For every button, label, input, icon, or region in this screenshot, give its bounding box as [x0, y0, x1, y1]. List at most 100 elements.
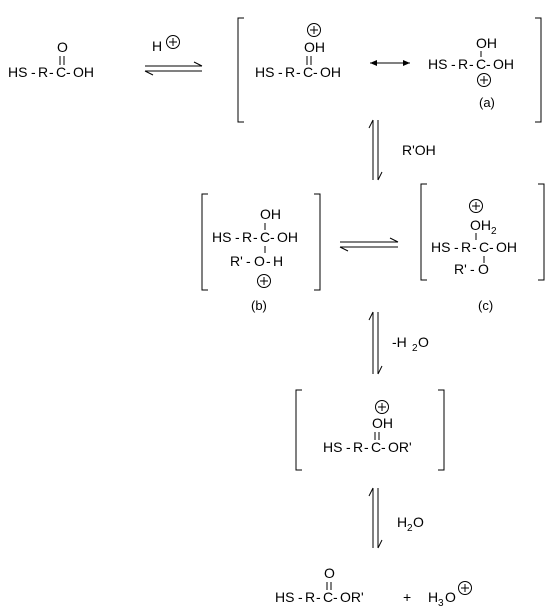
- equilibrium-arrow-2: R'OH: [368, 119, 436, 181]
- oh-label: OH: [493, 56, 514, 72]
- label-c: (c): [478, 298, 493, 313]
- product-ester: HS - R - C - OR' O: [275, 565, 364, 605]
- plus-symbol: +: [403, 589, 411, 605]
- acid-reagent: H: [152, 38, 162, 54]
- bond-dash: -: [31, 64, 36, 80]
- tetrahedral-intermediate-b: HS - R - C - OH OH R' - O - H (b): [201, 193, 321, 313]
- hydronium-ion: H 3 O: [428, 581, 472, 609]
- carbon-label: C: [479, 239, 489, 255]
- carbon-label: C: [303, 64, 313, 80]
- bond-dash: -: [266, 253, 271, 269]
- subscript-2: 2: [491, 226, 497, 237]
- carbocation-charge-circle: [477, 73, 491, 87]
- carbon-label: C: [371, 439, 381, 455]
- bond-dash: -: [253, 229, 258, 245]
- left-bracket: [295, 389, 302, 471]
- bond-dash: -: [486, 56, 491, 72]
- forward-arrow-head: [389, 237, 399, 243]
- carbonyl-oxygen: O: [324, 565, 335, 581]
- bond-dash: -: [470, 261, 475, 277]
- carbon-label: C: [476, 56, 486, 72]
- bond-dash: -: [469, 56, 474, 72]
- ether-oxygen: O: [478, 261, 489, 277]
- ether-oxygen: O: [254, 253, 265, 269]
- r-label: R: [458, 56, 468, 72]
- oh-label: OH: [277, 229, 298, 245]
- r-label: R: [461, 239, 471, 255]
- right-bracket: [314, 193, 321, 291]
- bond-dash: -: [451, 56, 456, 72]
- bond-dash: -: [313, 64, 318, 80]
- bond-dash: -: [489, 239, 494, 255]
- reverse-arrow-head: [144, 70, 154, 76]
- water-loss-reagent: -H: [392, 334, 407, 350]
- r-prime-label: R': [230, 253, 243, 269]
- oxonium-charge-circle: [469, 199, 483, 213]
- subscript-2: 2: [412, 343, 418, 354]
- plus-charge-circle: [375, 400, 389, 414]
- protonated-acid-bracket: HS - R - C - OH OH HS - R - C - OH OH: [237, 17, 542, 123]
- reverse-arrow-head: [368, 119, 374, 129]
- carbon-label: C: [323, 589, 333, 605]
- bond-dash: -: [316, 589, 321, 605]
- hs-label: HS: [323, 439, 342, 455]
- carbonyl-oxygen: O: [57, 39, 68, 55]
- label-a: (a): [479, 95, 495, 110]
- label-b: (b): [251, 298, 267, 313]
- resonance-form-2: HS - R - C - OH OH: [428, 35, 514, 87]
- bond-dash: -: [278, 64, 283, 80]
- bond-dash: -: [49, 64, 54, 80]
- forward-arrow-head: [377, 365, 383, 375]
- oh-label: OH: [496, 239, 517, 255]
- reverse-arrow-head: [368, 311, 374, 321]
- oh-label: OH: [320, 64, 341, 80]
- resonance-form-1: HS - R - C - OH OH: [255, 23, 341, 80]
- bond-dash: -: [472, 239, 477, 255]
- equilibrium-arrow-5: H 2 O: [368, 487, 424, 549]
- r-label: R: [285, 64, 295, 80]
- protonated-oh: OH: [372, 415, 393, 431]
- bond-dash: -: [346, 439, 351, 455]
- left-bracket: [201, 193, 208, 291]
- hs-label: HS: [8, 64, 27, 80]
- hs-label: HS: [431, 239, 450, 255]
- intermediate-c: OH 2 HS - R - C - OH R' - O (c): [420, 183, 545, 313]
- hydronium-h: H: [428, 589, 438, 605]
- protonated-oh: OH: [304, 39, 325, 55]
- bond-dash: -: [364, 439, 369, 455]
- forward-arrow-head: [193, 61, 203, 67]
- plus-charge-circle: [458, 581, 472, 595]
- bond-dash: -: [298, 589, 303, 605]
- left-bracket: [237, 17, 244, 123]
- bond-dash: -: [66, 64, 71, 80]
- bond-dash: -: [235, 229, 240, 245]
- water-loss-oxygen: O: [418, 334, 429, 350]
- upper-oh: OH: [260, 206, 281, 222]
- carbon-label: C: [56, 64, 66, 80]
- r-prime-label: R': [454, 261, 467, 277]
- hydronium-o: O: [445, 589, 456, 605]
- bond-dash: -: [454, 239, 459, 255]
- r-label: R: [242, 229, 252, 245]
- equilibrium-arrow-3: [339, 237, 399, 252]
- or-prime-label: OR': [388, 439, 412, 455]
- bond-dash: -: [296, 64, 301, 80]
- bond-dash: -: [333, 589, 338, 605]
- r-label: R: [305, 589, 315, 605]
- starting-acid: HS - R - C - OH O: [8, 39, 94, 80]
- hs-label: HS: [255, 64, 274, 80]
- bond-dash: -: [381, 439, 386, 455]
- reverse-arrow-head: [368, 487, 374, 497]
- carbon-label: C: [260, 229, 270, 245]
- hs-label: HS: [428, 56, 447, 72]
- hydrogen-label: H: [273, 253, 283, 269]
- plus-charge-circle: [166, 35, 180, 49]
- right-bracket: [538, 183, 545, 281]
- hs-label: HS: [275, 589, 294, 605]
- forward-arrow-head: [377, 539, 383, 549]
- water-reagent-o: O: [413, 514, 424, 530]
- or-prime-label: OR': [340, 589, 364, 605]
- right-bracket: [438, 389, 445, 471]
- r-label: R: [38, 64, 48, 80]
